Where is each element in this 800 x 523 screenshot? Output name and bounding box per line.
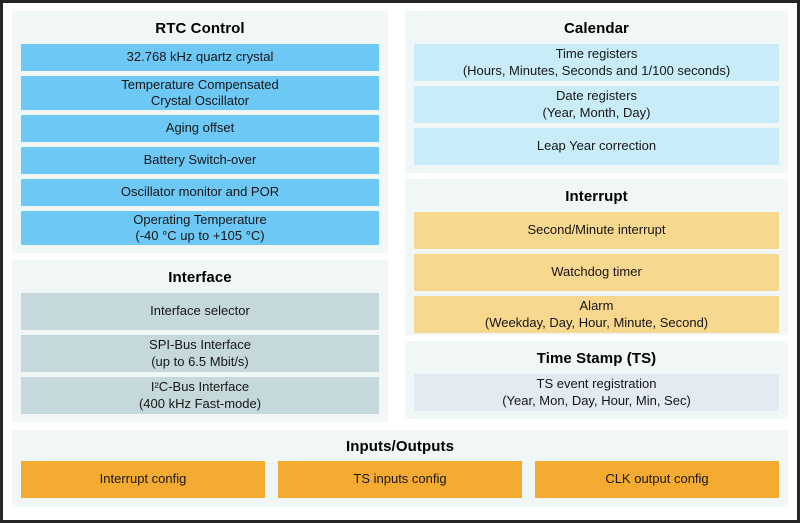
interface-title: Interface xyxy=(168,269,232,286)
feature-clk-output-config: CLK output config xyxy=(535,461,779,498)
left-column: RTC Control 32.768 kHz quartz crystal Te… xyxy=(12,11,388,422)
feature-spi-bus-interface: SPI-Bus Interface (up to 6.5 Mbit/s) xyxy=(21,335,379,372)
right-column: Calendar Time registers (Hours, Minutes,… xyxy=(405,11,788,419)
io-row: Interrupt config TS inputs config CLK ou… xyxy=(21,461,779,498)
panel-time-stamp: Time Stamp (TS) TS event registration (Y… xyxy=(405,341,788,419)
feature-i2c-bus-interface: I²C-Bus Interface (400 kHz Fast-mode) xyxy=(21,377,379,414)
feature-watchdog-timer: Watchdog timer xyxy=(414,254,779,291)
feature-time-registers: Time registers (Hours, Minutes, Seconds … xyxy=(414,44,779,81)
time-stamp-title: Time Stamp (TS) xyxy=(536,350,657,367)
feature-oscillator-monitor-por: Oscillator monitor and POR xyxy=(21,179,379,206)
inputs-outputs-title: Inputs/Outputs xyxy=(345,438,455,455)
feature-tcxo: Temperature Compensated Crystal Oscillat… xyxy=(21,76,379,110)
feature-alarm: Alarm (Weekday, Day, Hour, Minute, Secon… xyxy=(414,296,779,333)
top-row: RTC Control 32.768 kHz quartz crystal Te… xyxy=(12,11,788,422)
calendar-title: Calendar xyxy=(564,20,629,37)
panel-calendar: Calendar Time registers (Hours, Minutes,… xyxy=(405,11,788,173)
feature-ts-inputs-config: TS inputs config xyxy=(278,461,522,498)
feature-leap-year-correction: Leap Year correction xyxy=(414,128,779,165)
panel-interface: Interface Interface selector SPI-Bus Int… xyxy=(12,260,388,422)
feature-second-minute-interrupt: Second/Minute interrupt xyxy=(414,212,779,249)
panel-rtc-control: RTC Control 32.768 kHz quartz crystal Te… xyxy=(12,11,388,253)
interrupt-title: Interrupt xyxy=(565,188,628,205)
feature-ts-event-registration: TS event registration (Year, Mon, Day, H… xyxy=(414,374,779,411)
feature-aging-offset: Aging offset xyxy=(21,115,379,142)
feature-date-registers: Date registers (Year, Month, Day) xyxy=(414,86,779,123)
panel-inputs-outputs: Inputs/Outputs Interrupt config TS input… xyxy=(12,430,788,507)
feature-interrupt-config: Interrupt config xyxy=(21,461,265,498)
feature-operating-temperature: Operating Temperature (-40 °C up to +105… xyxy=(21,211,379,245)
feature-interface-selector: Interface selector xyxy=(21,293,379,330)
feature-battery-switch-over: Battery Switch-over xyxy=(21,147,379,174)
panel-interrupt: Interrupt Second/Minute interrupt Watchd… xyxy=(405,179,788,335)
feature-quartz-crystal: 32.768 kHz quartz crystal xyxy=(21,44,379,71)
rtc-control-title: RTC Control xyxy=(155,20,245,37)
